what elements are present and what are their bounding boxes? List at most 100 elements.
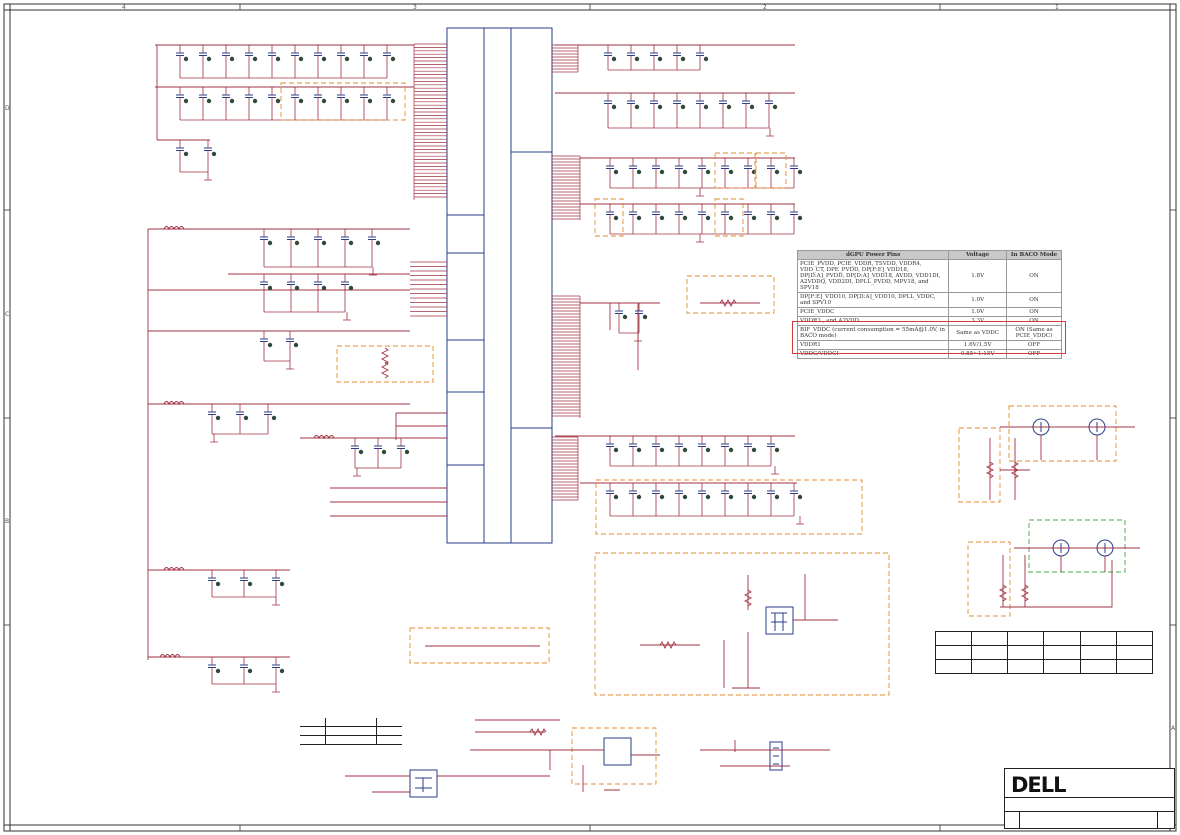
capacitor-icon (606, 158, 619, 188)
resistor-icon (985, 461, 995, 479)
capacitor-icon (606, 483, 619, 516)
capacitor-icon (260, 274, 273, 312)
zone-row-label: D (5, 105, 10, 112)
capacitor-icon (287, 229, 300, 267)
pins-cell: VDDR1 (796, 340, 950, 350)
capacitor-icon (790, 483, 803, 516)
capacitor-icon (652, 436, 665, 466)
capacitor-icon (604, 93, 617, 128)
capacitor-icon (650, 93, 663, 128)
capacitor-icon (698, 483, 711, 516)
capacitor-icon (314, 45, 327, 78)
table-row (300, 726, 402, 736)
capacitor-icon (341, 274, 354, 312)
logo-text: DELL (1011, 773, 1066, 795)
capacitor-icon (765, 93, 778, 128)
capacitor-icon (236, 404, 249, 434)
capacitor-icon (744, 158, 757, 188)
zone-col-label: 1 (1055, 4, 1059, 11)
capacitor-icon (222, 45, 235, 78)
baco-cell: OFF (1006, 340, 1062, 350)
inductor-icon (313, 435, 335, 440)
gpu-power-symbol (446, 27, 553, 544)
capacitor-icon (199, 87, 212, 120)
net-trunk (147, 45, 639, 660)
inductor-icon (163, 567, 185, 572)
table-row (300, 718, 402, 727)
capacitor-icon (652, 158, 665, 188)
capacitor-icon (176, 45, 189, 78)
capacitor-icon (351, 438, 364, 468)
capacitor-icon (629, 436, 642, 466)
capacitor-icon (698, 204, 711, 234)
capacitor-icon (383, 45, 396, 78)
zone-row-label: A (1171, 725, 1176, 732)
capacitor-icon (208, 404, 221, 434)
capacitor-icon (272, 570, 285, 597)
capacitor-icon (627, 93, 640, 128)
resistor-icon (743, 589, 753, 607)
capacitor-icon (368, 229, 381, 267)
zone-row-label: B (5, 518, 9, 525)
table-row (300, 735, 402, 745)
capacitor-icon (721, 483, 734, 516)
resistor-icon (529, 727, 547, 737)
capacitor-banks (176, 45, 804, 693)
capacitor-icon (337, 45, 350, 78)
baco-cell: ON (1006, 307, 1062, 317)
pins-cell: VDDC/VDDCI (796, 349, 950, 359)
capacitor-icon (314, 229, 327, 267)
ground-icon (696, 234, 704, 243)
capacitor-icon (604, 45, 617, 70)
strap-table (300, 718, 402, 745)
capacitor-icon (629, 483, 642, 516)
capacitor-icon (208, 657, 221, 684)
header-baco-mode: In BACO Mode (1006, 250, 1062, 260)
baco-cell: ON (1006, 316, 1062, 326)
capacitor-icon (272, 657, 285, 684)
ground-icon (796, 516, 804, 525)
zone-col-label: 2 (763, 4, 767, 11)
capacitor-icon (264, 404, 277, 434)
ground-icon (353, 468, 361, 477)
ground-icon (766, 128, 774, 137)
inductor-icon (163, 226, 185, 231)
capacitor-icon (245, 45, 258, 78)
pins-cell: VDDR3 , and A2VDD (796, 316, 950, 326)
capacitor-icon (314, 274, 327, 312)
capacitor-icon (268, 45, 281, 78)
dashed-group-green (1028, 519, 1126, 573)
capacitor-icon (675, 436, 688, 466)
table-row: PCIE_VDDC 1.0V ON (796, 307, 1062, 317)
capacitor-icon (245, 87, 258, 120)
capacitor-icon (314, 87, 327, 120)
capacitor-icon (744, 483, 757, 516)
dell-logo-icon: DELL (1011, 773, 1067, 795)
voltage-cell: 1.8V (948, 259, 1008, 293)
ground-icon (696, 188, 704, 197)
zone-col-label: 4 (122, 4, 126, 11)
inductor-icon (159, 654, 181, 659)
table-row: DP[F:E]_VDD10, DP[D:A]_VDD10, DPLL_VDDC,… (796, 292, 1062, 308)
capacitor-icon (635, 303, 648, 333)
pin-bus (413, 44, 581, 500)
capacitor-icon (767, 436, 780, 466)
capacitor-icon (291, 45, 304, 78)
zone-row-label: C (5, 311, 9, 318)
voltage-cell: Same as VDDC (948, 325, 1008, 341)
ground-icon (343, 312, 351, 321)
capacitor-icon (606, 204, 619, 234)
capacitor-icon (222, 87, 235, 120)
title-block (1004, 768, 1175, 829)
table-row: VDDR1 1.6V/1.5V OFF (796, 340, 1062, 350)
capacitor-icon (360, 87, 373, 120)
capacitor-icon (767, 158, 780, 188)
mosfet-icon (409, 418, 1114, 798)
capacitor-icon (383, 87, 396, 120)
capacitor-icon (721, 204, 734, 234)
baco-cell: ON (1006, 292, 1062, 308)
pins-cell: DP[F:E]_VDD10, DP[D:A]_VDD10, DPLL_VDDC,… (796, 292, 950, 308)
ground-icon (634, 333, 642, 342)
resistor-icon (719, 298, 737, 308)
